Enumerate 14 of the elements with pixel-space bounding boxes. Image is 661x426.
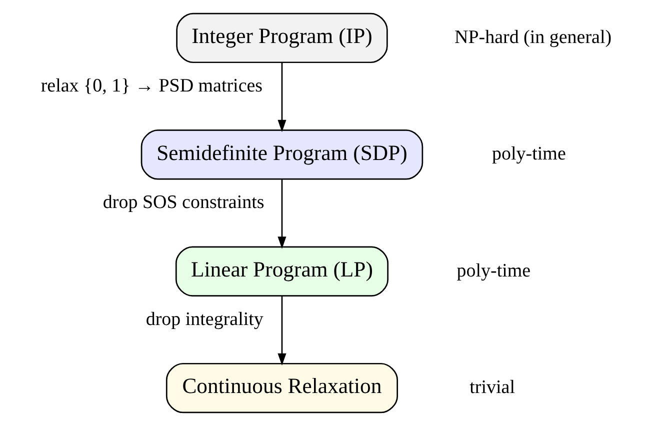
arrow [278,62,286,132]
edge-label: relax {0, 1} → PSD matrices [40,75,263,96]
arrow [278,180,286,249]
node-label: NP-hard (in general) [454,26,612,48]
node-box: Semidefinite Program (SDP) [140,130,424,180]
edge-label: drop SOS constraints [102,192,264,214]
node-box: Integer Program (IP) [176,12,388,64]
arrow [278,296,286,366]
node-box: Linear Program (LP) [175,246,389,296]
node-label: trivial [470,377,515,398]
node-box: Continuous Relaxation [166,362,398,414]
edge-label: drop integrality [146,308,264,330]
node-label: poly-time [492,144,566,165]
node-label: poly-time [456,260,531,282]
